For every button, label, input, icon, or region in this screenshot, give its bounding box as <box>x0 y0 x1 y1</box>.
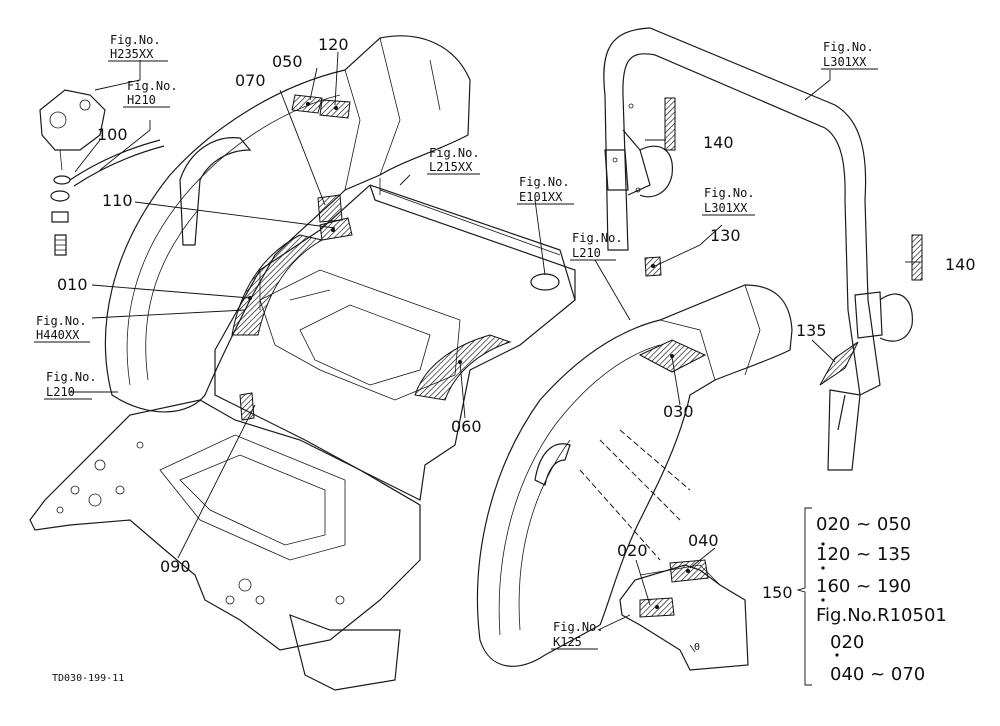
part-140-lower: 140 <box>945 255 976 274</box>
decal-140-lower-shape <box>911 234 923 281</box>
fig-label: Fig.No. <box>572 231 623 245</box>
part-070: 070 <box>235 71 266 90</box>
decal-050-shape <box>291 94 323 114</box>
step-010-shape <box>231 234 324 336</box>
leader-lines <box>70 51 920 631</box>
part-135: 135 <box>796 321 827 340</box>
decal-090-shape <box>239 392 255 421</box>
decal-120-shape <box>319 99 351 119</box>
fig-code: E101XX <box>519 190 563 204</box>
fig-code: H235XX <box>110 47 154 61</box>
kit-bracket <box>796 507 812 686</box>
left-fender-shape <box>104 35 471 413</box>
part-120: 120 <box>318 35 349 54</box>
part-110: 110 <box>102 191 133 210</box>
fig-code: L210 <box>572 246 601 260</box>
fig-label: Fig.No. <box>553 620 604 634</box>
decal-110-shape <box>319 217 353 241</box>
figure-ref-h235: Fig.No. H235XX <box>108 33 168 62</box>
kit-range-2: 120 ~ 135 <box>816 544 911 565</box>
fig-code: H440XX <box>36 328 80 342</box>
figure-ref-e101: Fig.No. E101XX <box>517 175 574 205</box>
part-060: 060 <box>451 417 482 436</box>
figure-ref-l301-mid: Fig.No. L301XX <box>702 186 755 216</box>
figure-ref-k125: Fig.No. K125 <box>551 620 604 650</box>
decal-040-shape <box>669 559 709 583</box>
fig-label: Fig.No. <box>46 370 97 384</box>
figure-ref-l301-top: Fig.No. L301XX <box>821 40 878 70</box>
kit-item: 020 <box>830 632 864 653</box>
part-030: 030 <box>663 402 694 421</box>
decal-070-shape <box>317 194 343 223</box>
decal-020-shape <box>639 597 675 618</box>
svg-text:0: 0 <box>694 642 700 653</box>
floor-plate-holes <box>56 441 345 605</box>
part-130: 130 <box>710 226 741 245</box>
fig-label: Fig.No. <box>429 146 480 160</box>
fig-code: K125 <box>553 635 582 649</box>
fig-code: L210 <box>46 385 75 399</box>
fig-label: Fig.No. <box>704 186 755 200</box>
right-fender-shape <box>476 284 793 667</box>
fig-label: Fig.No. <box>110 33 161 47</box>
kit-fig-ref: Fig.No.R10501 <box>816 605 947 626</box>
figure-ref-h440: Fig.No. H440XX <box>34 314 90 343</box>
hydraulic-valve-shape <box>39 89 106 256</box>
part-010: 010 <box>57 275 88 294</box>
decal-030-shape <box>638 339 707 373</box>
rops-frame-shape <box>603 27 913 471</box>
part-090: 090 <box>160 557 191 576</box>
fig-label: Fig.No. <box>823 40 874 54</box>
figure-ref-h210: Fig.No. H210 <box>123 79 178 108</box>
figure-ref-l215: Fig.No. L215XX <box>427 146 480 175</box>
part-140-upper: 140 <box>703 133 734 152</box>
kit-range-3: 160 ~ 190 <box>816 576 911 597</box>
fig-code: H210 <box>127 93 156 107</box>
fig-label: Fig.No. <box>36 314 87 328</box>
fig-label: Fig.No. <box>127 79 178 93</box>
fig-code: L301XX <box>823 55 867 69</box>
fig-code: L301XX <box>704 201 748 215</box>
fig-label: Fig.No. <box>519 175 570 189</box>
step-060-shape <box>414 334 512 401</box>
part-150: 150 <box>762 583 793 602</box>
kit-list: 020 ~ 050 120 ~ 135 160 ~ 190 Fig.No.R10… <box>816 514 947 685</box>
part-040: 040 <box>688 531 719 550</box>
drawing-code: TD030-199-11 <box>52 673 124 684</box>
figure-ref-l210-left: Fig.No. L210 <box>44 370 97 400</box>
decal-135-shape <box>819 341 859 386</box>
figure-ref-l210-right: Fig.No. L210 <box>570 231 623 261</box>
part-050: 050 <box>272 52 303 71</box>
floor-plate-shape <box>29 399 421 691</box>
part-020: 020 <box>617 541 648 560</box>
kit-range-1: 020 ~ 050 <box>816 514 911 535</box>
part-numbers: 100 120 050 070 110 010 060 090 140 130 … <box>57 35 976 602</box>
decal-140-upper-shape <box>664 97 676 151</box>
decal-130-shape <box>644 256 662 277</box>
hydraulic-pipe-shape <box>69 139 165 187</box>
kit-range-4: 040 ~ 070 <box>830 664 925 685</box>
left-seat-deck-shape <box>214 178 576 501</box>
fig-code: L215XX <box>429 160 473 174</box>
part-100: 100 <box>97 125 128 144</box>
